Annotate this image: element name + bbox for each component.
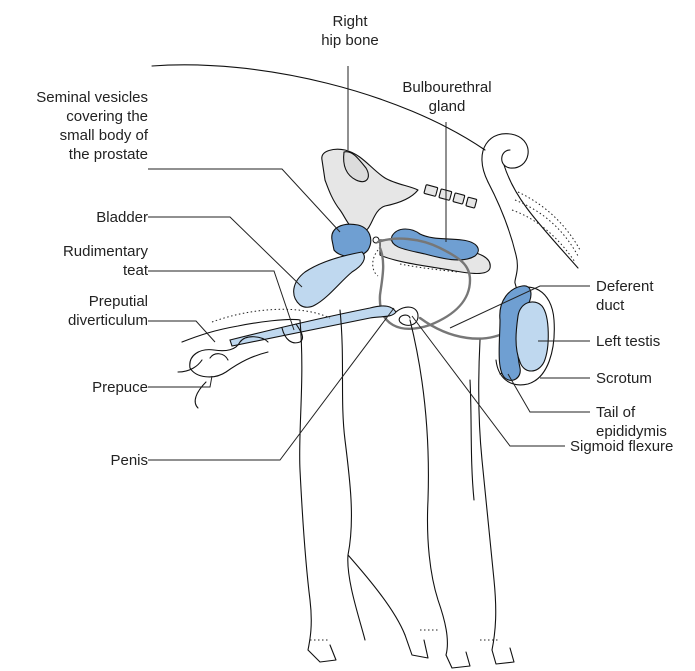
seminal-vesicles-text: Seminal vesicles covering the small body… bbox=[36, 89, 148, 163]
label-bladder: Bladder bbox=[0, 208, 148, 227]
label-scrotum: Scrotum bbox=[596, 369, 691, 388]
label-right-hip-bone: Right hip bone bbox=[305, 12, 395, 50]
scrotum-text: Scrotum bbox=[596, 370, 652, 387]
label-tail-of-epididymis: Tail of epididymis bbox=[596, 403, 691, 441]
penis-text: Penis bbox=[110, 452, 148, 469]
label-seminal-vesicles: Seminal vesicles covering the small body… bbox=[0, 88, 148, 164]
label-bulbourethral-gland: Bulbourethral gland bbox=[382, 78, 512, 116]
pelvic-dotted-line bbox=[373, 250, 378, 276]
left-testis-text: Left testis bbox=[596, 333, 660, 350]
left-testis bbox=[516, 302, 548, 371]
penis bbox=[230, 306, 418, 346]
label-left-testis: Left testis bbox=[596, 332, 691, 351]
scrotum-group bbox=[496, 286, 554, 385]
rudimentary-teat-text: Rudimentary teat bbox=[63, 243, 148, 279]
label-preputial-diverticulum: Preputial diverticulum bbox=[0, 292, 148, 330]
label-prepuce: Prepuce bbox=[0, 378, 148, 397]
prepuce bbox=[178, 337, 268, 408]
bulbourethral-gland-text: Bulbourethral gland bbox=[402, 79, 491, 115]
leader-lines bbox=[148, 66, 590, 460]
hip-bone bbox=[322, 149, 418, 232]
bladder bbox=[294, 252, 365, 307]
right-hip-bone-text: Right hip bone bbox=[321, 13, 379, 49]
tail-outline bbox=[482, 134, 528, 182]
tail-of-epididymis-text: Tail of epididymis bbox=[596, 404, 667, 440]
label-deferent-duct: Deferent duct bbox=[596, 277, 691, 315]
vertebrae bbox=[424, 185, 477, 209]
label-penis: Penis bbox=[0, 451, 148, 470]
tail-outline-inner bbox=[488, 182, 517, 283]
label-rudimentary-teat: Rudimentary teat bbox=[0, 242, 148, 280]
bladder-text: Bladder bbox=[96, 209, 148, 226]
sigmoid-flexure-text: Sigmoid flexure bbox=[570, 438, 673, 455]
prepuce-text: Prepuce bbox=[92, 379, 148, 396]
label-sigmoid-flexure: Sigmoid flexure bbox=[570, 437, 692, 456]
deferent-duct-text: Deferent duct bbox=[596, 278, 654, 314]
legs-outline bbox=[300, 283, 524, 668]
preputial-diverticulum-text: Preputial diverticulum bbox=[68, 293, 148, 329]
